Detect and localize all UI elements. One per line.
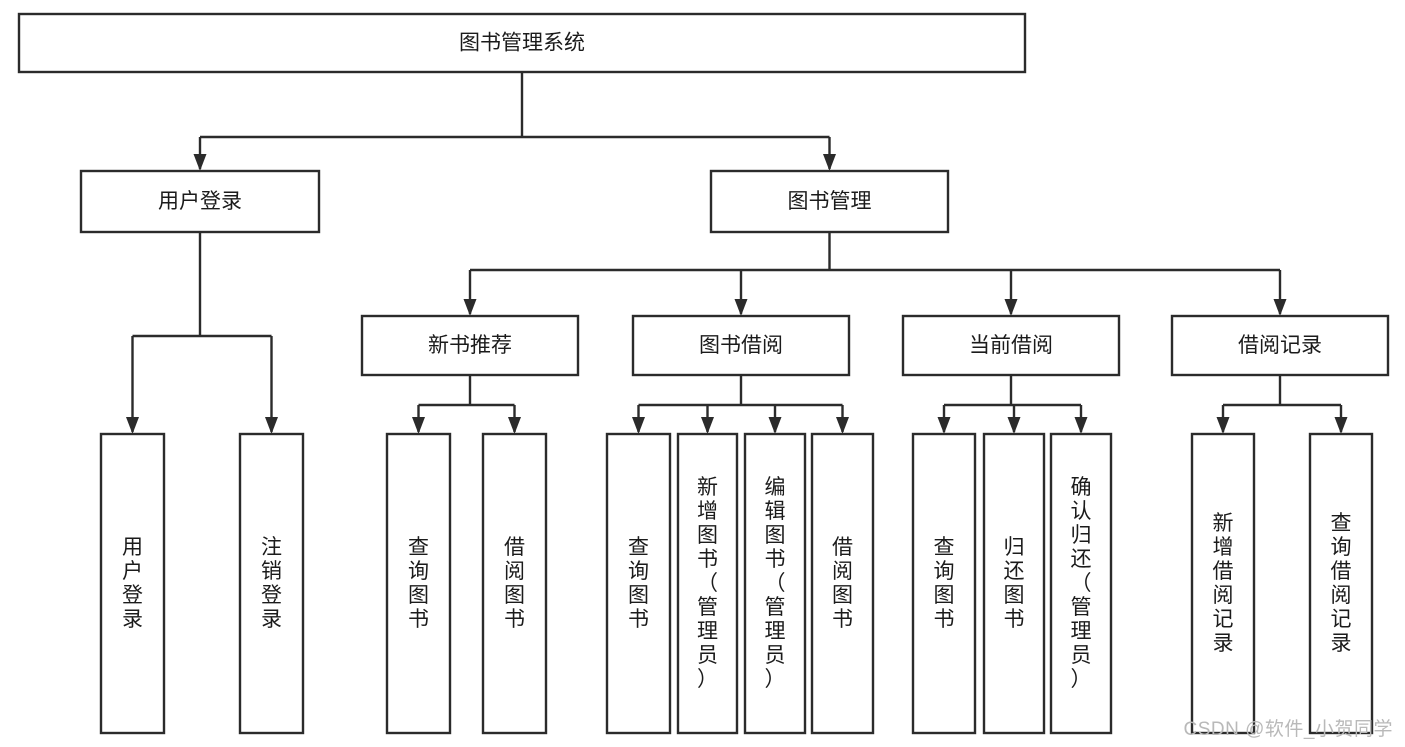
node-box-leaf-query-book-1 xyxy=(385,432,452,735)
arrow-head xyxy=(1007,417,1021,434)
arrow-head xyxy=(1334,417,1348,434)
node-label-leaf-query-book-2: 查询图书 xyxy=(628,536,649,631)
node-box-root xyxy=(17,12,1027,74)
node-current-borrow[interactable]: 当前借阅 xyxy=(901,314,1121,377)
arrow-head xyxy=(193,154,207,171)
node-label-leaf-borrow-book-1: 借阅图书 xyxy=(504,536,525,631)
connector-root-to-level1 xyxy=(193,72,836,171)
node-layer: 图书管理系统用户登录图书管理新书推荐图书借阅当前借阅借阅记录用户登录注销登录查询… xyxy=(17,12,1390,735)
arrow-head xyxy=(1074,417,1088,434)
node-leaf-edit-book[interactable]: 编辑图书（管理员） xyxy=(743,432,807,735)
arrow-head xyxy=(126,417,139,434)
arrow-head xyxy=(265,417,278,434)
arrow-head xyxy=(508,417,521,434)
node-box-leaf-user-logout xyxy=(238,432,305,735)
node-leaf-query-book-3[interactable]: 查询图书 xyxy=(911,432,977,735)
node-box-user-login xyxy=(79,169,321,234)
connector-record-to-leaves xyxy=(1216,375,1348,434)
node-label-leaf-borrow-book-2: 借阅图书 xyxy=(832,536,853,631)
arrow-head xyxy=(632,417,645,434)
node-box-borrow-record xyxy=(1170,314,1390,377)
node-box-leaf-query-record xyxy=(1308,432,1374,735)
node-leaf-query-book-2[interactable]: 查询图书 xyxy=(605,432,672,735)
node-box-leaf-return-book xyxy=(982,432,1046,735)
node-label-leaf-user-login: 用户登录 xyxy=(122,536,143,631)
node-user-login[interactable]: 用户登录 xyxy=(79,169,321,234)
arrow-head xyxy=(1216,417,1230,434)
node-box-leaf-edit-book xyxy=(743,432,807,735)
node-label-leaf-query-book-1: 查询图书 xyxy=(408,536,429,631)
node-label-leaf-query-record: 查询借阅记录 xyxy=(1331,512,1352,655)
arrow-head xyxy=(701,417,714,434)
node-box-book-borrow xyxy=(631,314,851,377)
node-box-leaf-borrow-book-1 xyxy=(481,432,548,735)
connector-current-to-leaves xyxy=(937,375,1088,434)
arrow-head xyxy=(836,417,849,434)
node-root[interactable]: 图书管理系统 xyxy=(17,12,1027,74)
node-label-book-manage: 图书管理 xyxy=(788,190,872,213)
node-leaf-user-logout[interactable]: 注销登录 xyxy=(238,432,305,735)
arrow-head xyxy=(1004,299,1018,316)
arrow-head xyxy=(1273,299,1287,316)
connector-user-login-to-leaves xyxy=(126,232,278,434)
node-leaf-add-book[interactable]: 新增图书（管理员） xyxy=(676,432,739,735)
node-label-leaf-return-book: 归还图书 xyxy=(1004,536,1025,631)
node-leaf-borrow-book-1[interactable]: 借阅图书 xyxy=(481,432,548,735)
node-label-borrow-record: 借阅记录 xyxy=(1238,334,1322,357)
node-label-root: 图书管理系统 xyxy=(459,32,585,55)
node-leaf-query-record[interactable]: 查询借阅记录 xyxy=(1308,432,1374,735)
node-book-borrow[interactable]: 图书借阅 xyxy=(631,314,851,377)
node-label-leaf-confirm-return: 确认归还（管理员） xyxy=(1071,476,1092,691)
node-box-leaf-query-book-3 xyxy=(911,432,977,735)
arrow-head xyxy=(463,299,477,316)
arrow-head xyxy=(823,154,836,171)
arrow-head xyxy=(768,417,782,434)
node-label-book-borrow: 图书借阅 xyxy=(699,334,783,357)
node-box-leaf-confirm-return xyxy=(1049,432,1113,735)
node-leaf-add-record[interactable]: 新增借阅记录 xyxy=(1190,432,1256,735)
node-new-book-recommend[interactable]: 新书推荐 xyxy=(360,314,580,377)
node-leaf-return-book[interactable]: 归还图书 xyxy=(982,432,1046,735)
connector-book-manage-to-level2 xyxy=(463,232,1287,316)
node-box-leaf-user-login xyxy=(99,432,166,735)
node-leaf-borrow-book-2[interactable]: 借阅图书 xyxy=(810,432,875,735)
node-box-book-manage xyxy=(709,169,950,234)
node-box-current-borrow xyxy=(901,314,1121,377)
node-book-manage[interactable]: 图书管理 xyxy=(709,169,950,234)
node-leaf-confirm-return[interactable]: 确认归还（管理员） xyxy=(1049,432,1113,735)
node-label-leaf-user-logout: 注销登录 xyxy=(261,536,282,631)
connector-layer xyxy=(126,72,1348,434)
node-label-leaf-edit-book: 编辑图书（管理员） xyxy=(765,476,786,691)
node-label-leaf-query-book-3: 查询图书 xyxy=(934,536,955,631)
node-box-leaf-add-book xyxy=(676,432,739,735)
node-label-user-login: 用户登录 xyxy=(158,190,242,213)
arrow-head xyxy=(734,299,748,316)
arrow-head xyxy=(937,417,951,434)
node-label-new-book-recommend: 新书推荐 xyxy=(428,334,512,357)
node-borrow-record[interactable]: 借阅记录 xyxy=(1170,314,1390,377)
node-box-leaf-add-record xyxy=(1190,432,1256,735)
connector-recommend-to-leaves xyxy=(412,375,521,434)
node-leaf-query-book-1[interactable]: 查询图书 xyxy=(385,432,452,735)
node-label-leaf-add-record: 新增借阅记录 xyxy=(1213,512,1234,655)
csdn-watermark: CSDN @软件_小贺同学 xyxy=(1183,719,1393,740)
node-box-leaf-query-book-2 xyxy=(605,432,672,735)
node-label-leaf-add-book: 新增图书（管理员） xyxy=(697,476,718,691)
node-label-current-borrow: 当前借阅 xyxy=(969,334,1053,357)
node-box-new-book-recommend xyxy=(360,314,580,377)
node-box-leaf-borrow-book-2 xyxy=(810,432,875,735)
arrow-head xyxy=(412,417,425,434)
connector-borrow-to-leaves xyxy=(632,375,849,434)
node-leaf-user-login[interactable]: 用户登录 xyxy=(99,432,166,735)
